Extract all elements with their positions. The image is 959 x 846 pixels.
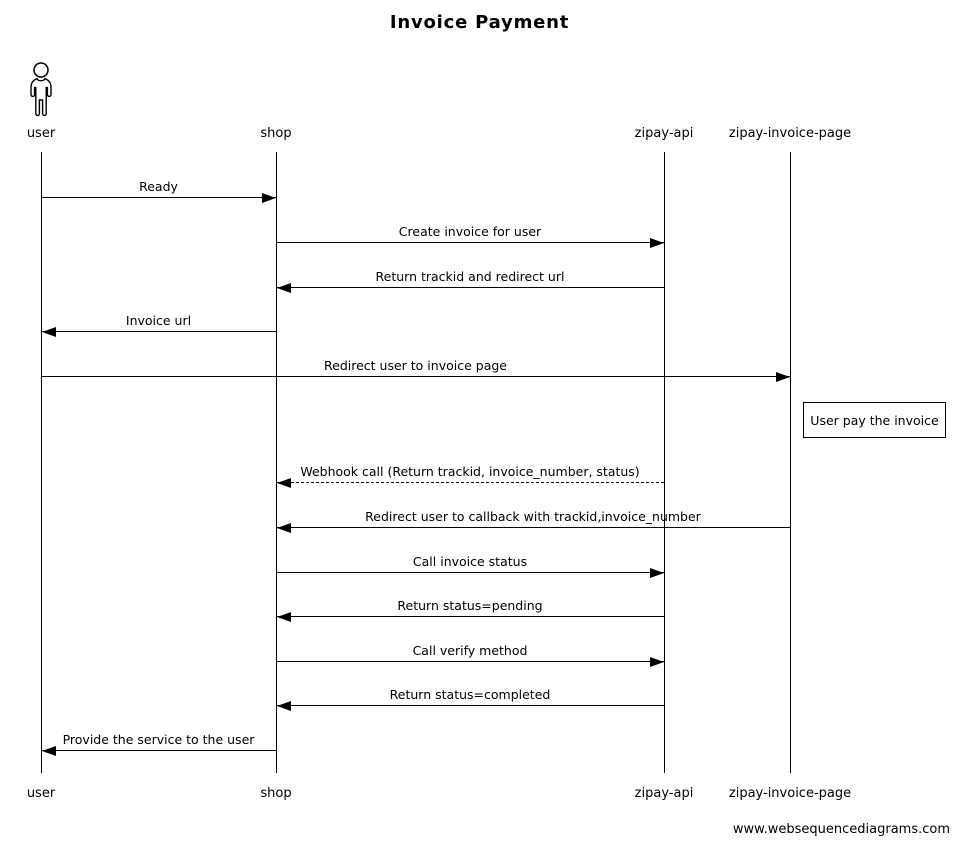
lifeline-user [41,152,42,773]
actor-label-top-shop: shop [260,126,292,141]
message-line [276,616,664,617]
lifeline-zipay-invoice-page [790,152,791,773]
actor-label-bottom-zipay-invoice-page: zipay-invoice-page [728,786,852,801]
person-icon [26,61,56,121]
arrowhead-icon [42,745,56,756]
message-line [276,661,664,662]
message-line [41,197,276,198]
actor-label-bottom-shop: shop [260,786,292,801]
message-line [41,376,790,377]
arrowhead-icon [277,477,291,488]
message-line [41,331,276,332]
arrowhead-icon [650,237,664,248]
arrowhead-icon [776,371,790,382]
actor-label-bottom-user: user [26,786,56,801]
message-line [276,705,664,706]
message-line [276,482,664,483]
message-label: Invoice url [125,313,192,328]
message-label: Ready [139,179,178,194]
note-box: User pay the invoice [803,402,946,438]
actor-label-bottom-zipay-api: zipay-api [634,786,694,801]
message-line [276,242,664,243]
actor-label-top-user: user [26,126,56,141]
message-label: Return status=completed [389,687,551,702]
message-label: Call verify method [412,643,528,658]
message-label: Webhook call (Return trackid, invoice_nu… [300,464,640,479]
message-label: Redirect user to invoice page [324,358,507,373]
message-label: Provide the service to the user [62,732,255,747]
arrowhead-icon [42,326,56,337]
diagram-title: Invoice Payment [389,12,570,33]
message-label: Create invoice for user [398,224,542,239]
message-label: Return status=pending [397,598,543,613]
arrowhead-icon [277,522,291,533]
message-line [41,750,276,751]
lifeline-shop [276,152,277,773]
message-line [276,287,664,288]
arrowhead-icon [262,192,276,203]
arrowhead-icon [277,611,291,622]
message-line [276,527,790,528]
message-label: Redirect user to callback with trackid,i… [365,509,701,524]
lifeline-zipay-api [664,152,665,773]
message-line [276,572,664,573]
message-label: Call invoice status [412,554,528,569]
actor-label-top-zipay-invoice-page: zipay-invoice-page [728,126,852,141]
arrowhead-icon [277,700,291,711]
actor-label-top-zipay-api: zipay-api [634,126,694,141]
message-label: Return trackid and redirect url [375,269,565,284]
arrowhead-icon [277,282,291,293]
arrowhead-icon [650,656,664,667]
watermark-text: www.websequencediagrams.com [732,822,950,837]
arrowhead-icon [650,567,664,578]
